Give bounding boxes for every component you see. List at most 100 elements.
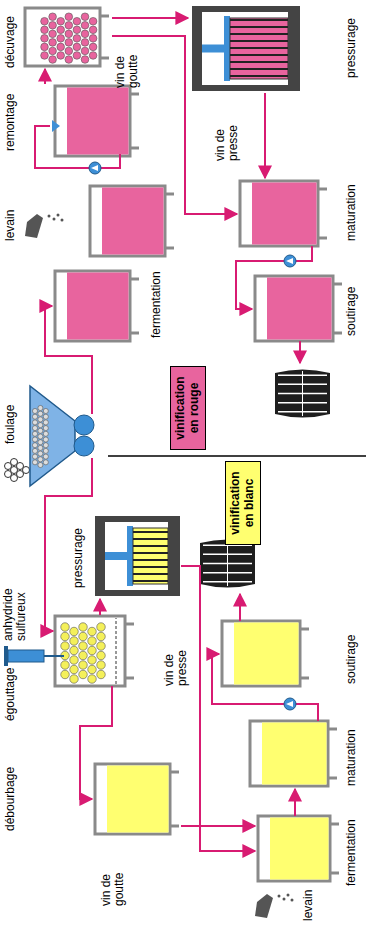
label-text: fermentation [345,819,358,886]
label-text: pressurage [72,528,85,588]
flow-arrow [294,789,296,816]
label-text: vin de presse [214,116,240,161]
press-post [192,6,300,12]
tank-liquid [102,188,164,255]
berry [38,462,43,467]
berry [65,39,73,47]
label-text: débourbage [4,767,17,831]
berry [41,43,49,51]
flow-arrow [236,246,312,309]
berry [70,627,79,636]
step-label: fermentation [345,819,358,886]
yeast-grain [61,219,64,222]
berry [97,642,106,651]
vat [55,86,139,156]
yeast-hand [25,214,43,238]
press-slat [230,54,288,56]
label-text: maturation [345,184,358,241]
berry [79,632,88,641]
tank-body [90,186,165,256]
berry [41,52,49,60]
berry [73,17,81,25]
press-cage [230,18,288,79]
berry [97,623,106,632]
berry [32,454,37,459]
flow-label: vin de presse [214,116,240,161]
pump-mark [91,165,98,171]
berry [70,656,79,665]
tank-body [240,181,318,246]
syringe-needle [44,655,64,657]
berry [32,408,37,413]
press-slat [230,68,288,70]
press-post [192,85,300,91]
tank-body [95,764,170,834]
label-text: soutirage [345,635,358,684]
berry [32,437,37,442]
berry [65,56,73,64]
vat [25,8,109,66]
berry [88,665,97,674]
tank-liquid [262,723,327,785]
label-text: décuvage [4,16,17,68]
press-slat [133,545,168,547]
yeast-hand [255,894,273,918]
berry [61,670,70,679]
berry [97,661,106,670]
yeast-grain [57,214,60,217]
berry [43,454,48,459]
berry [79,623,88,632]
barrel [275,370,330,418]
tank-liquid [270,818,329,880]
berry [38,451,43,456]
additive-label: levain [302,890,315,921]
pump [284,255,296,267]
berry [43,437,48,442]
berry [97,670,106,679]
berry [38,428,43,433]
flow-arrow [299,341,301,363]
tank-body [55,271,130,341]
label-text: levain [4,210,17,241]
yeast-grain [48,215,51,218]
berry [32,460,37,465]
step-label: décuvage [4,16,17,68]
berry [38,457,43,462]
yeast-grain [283,898,286,901]
berry [97,632,106,641]
tank-body [250,721,328,786]
berry [88,675,97,684]
label-text: levain [302,890,315,921]
label-text: fermentation [150,271,163,338]
flow-arrow [181,566,255,851]
pump-mark [286,701,293,707]
flow-label: vin de goutte [100,861,126,906]
syringe-body [8,650,44,662]
press-beam [95,516,105,596]
berry [89,17,97,25]
berry [89,35,97,43]
method-box: vinification en rouge [170,366,206,450]
berry [65,13,73,21]
berry [79,651,88,660]
berry [73,35,81,43]
berry [88,656,97,665]
step-label: foulage [4,405,17,444]
press-base [168,516,180,596]
berry [57,43,65,51]
berry [38,445,43,450]
berry [43,431,48,436]
berry [49,13,57,21]
flow-arrow [112,17,188,19]
press-slat [133,573,168,575]
flow-arrow [80,686,112,799]
berry [81,21,89,29]
step-label: égouttage [4,668,17,721]
step-label: remontage [4,94,17,151]
berry [43,426,48,431]
maturation-tank [250,721,337,786]
wine-press [192,6,300,91]
berry [79,642,88,651]
berry [73,43,81,51]
